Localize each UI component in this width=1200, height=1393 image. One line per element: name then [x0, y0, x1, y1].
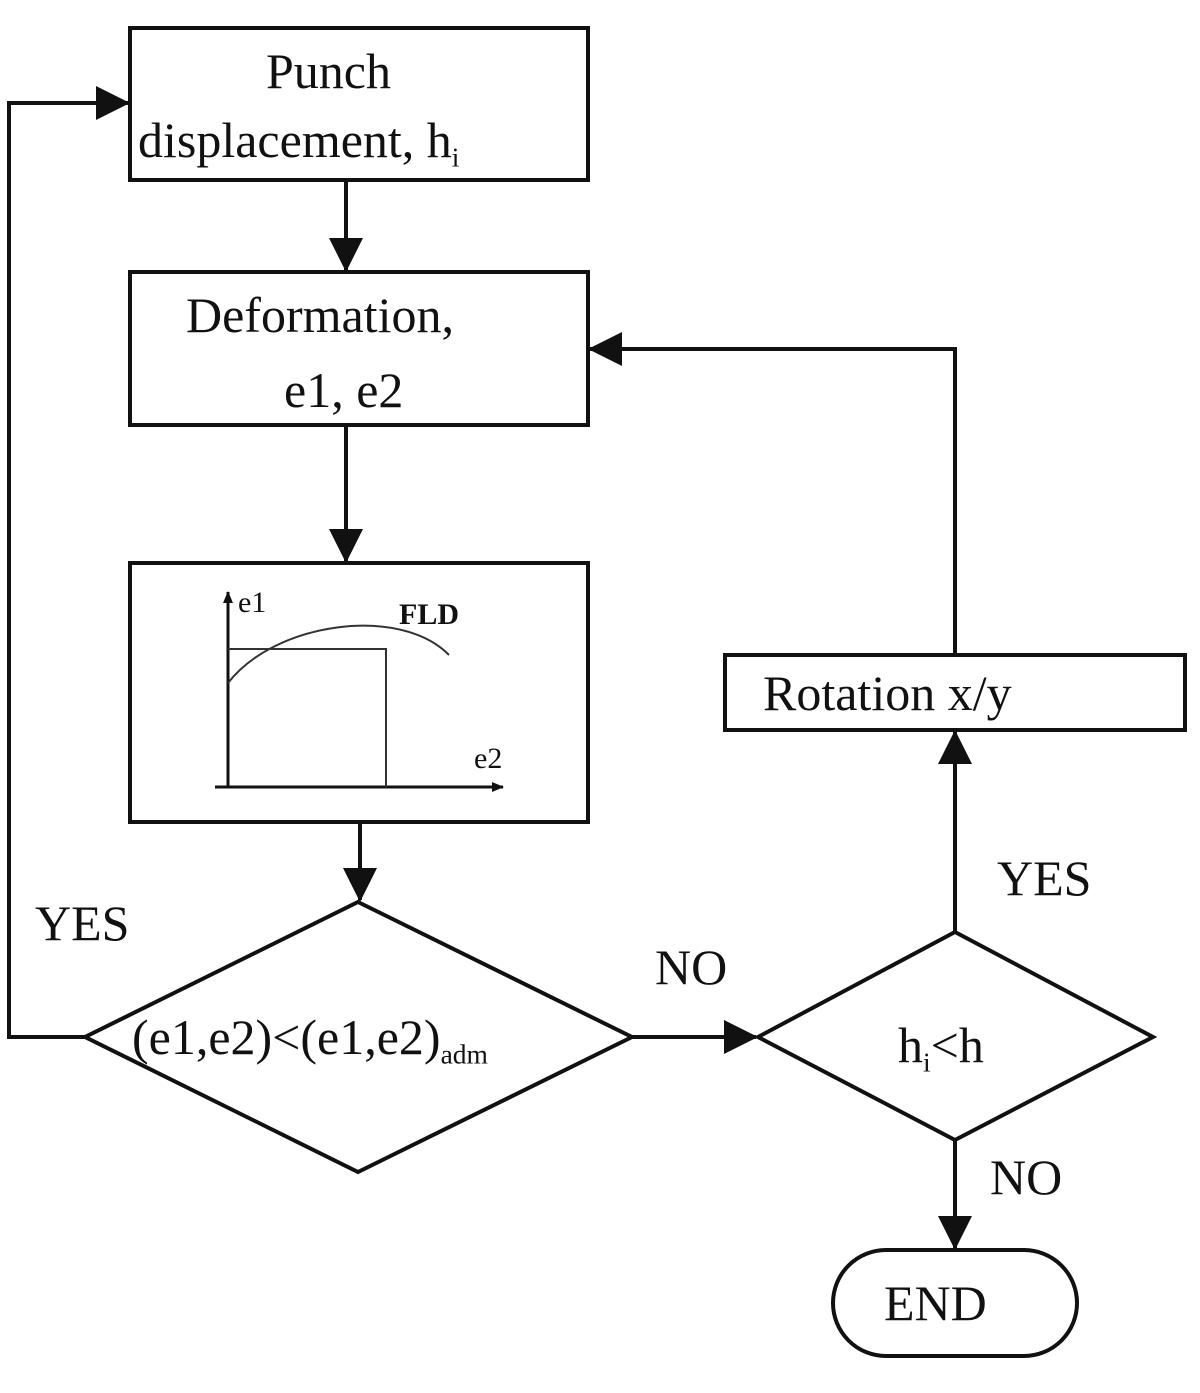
- edge-label-no-bottom: NO: [990, 1149, 1063, 1205]
- height-check-subscript: i: [923, 1046, 931, 1078]
- edge-label-yes-left: YES: [35, 895, 130, 951]
- fld-x-axis-label: e2: [474, 742, 503, 775]
- strain-check-label: (e1,e2)<(e1,e2)adm: [132, 1009, 488, 1068]
- edge-label-no-middle: NO: [655, 939, 728, 995]
- height-check-h: h: [898, 1017, 923, 1073]
- deformation-box: [128, 270, 590, 427]
- fld-curve: [227, 624, 450, 684]
- strain-check-main: (e1,e2)<(e1,e2): [132, 1009, 441, 1065]
- rotation-box: [723, 653, 1187, 732]
- rotation-label: Rotation x/y: [763, 665, 1012, 721]
- strain-check-subscript: adm: [440, 1038, 488, 1070]
- fld-box: [128, 561, 590, 824]
- fld-y-axis-label: e1: [238, 586, 267, 619]
- end-label: END: [884, 1275, 987, 1331]
- punch-label-line2: displacement, hi: [138, 112, 459, 171]
- arrow-yes-loop-to-punch: [7, 86, 130, 1039]
- punch-label-line2-text: displacement, h: [138, 112, 452, 168]
- edge-label-yes-right: YES: [997, 850, 1092, 906]
- deformation-label-line1: Deformation,: [186, 287, 454, 343]
- strain-check-diamond: [80, 899, 637, 1175]
- deformation-label-line2: e1, e2: [284, 362, 404, 418]
- end-terminator: [831, 1248, 1079, 1358]
- punch-label-subscript: i: [451, 141, 460, 173]
- punch-label-line1: Punch: [266, 43, 391, 99]
- fld-limit-lines: [228, 648, 387, 787]
- height-check-label: hi<h: [898, 1017, 984, 1076]
- fld-curve-label: FLD: [399, 598, 459, 631]
- arrow-rotation-to-deformation: [588, 332, 957, 655]
- height-check-rest: <h: [930, 1017, 984, 1073]
- punch-box: [128, 26, 590, 182]
